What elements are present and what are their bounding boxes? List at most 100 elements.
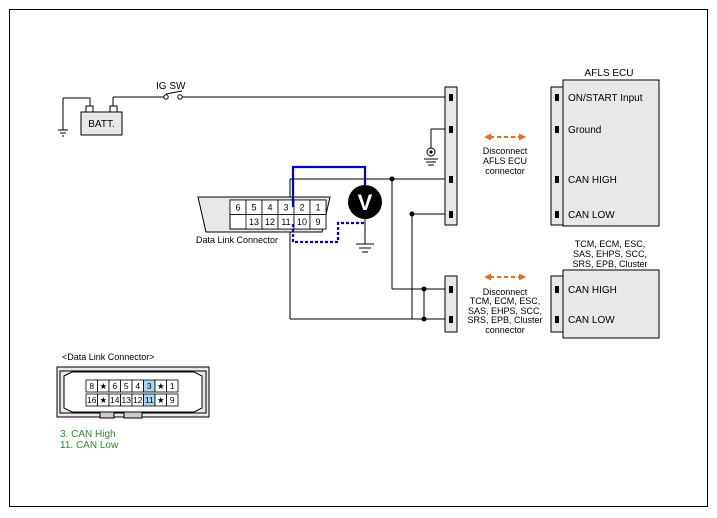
dlc-top-pin-label: 1 <box>315 202 320 212</box>
dlc-detail-bottom-pin-label: 11 <box>145 395 154 405</box>
dlc-top-pin: 2 <box>293 199 311 215</box>
dlc-top-pin-label: 4 <box>267 202 272 212</box>
battery-label: BATT. <box>88 119 114 130</box>
dlc-bottom-row: 13 12 11 10 9 <box>245 214 327 230</box>
afls-ecu: AFLS ECU ON/START Input Ground CAN HIGH … <box>550 68 660 227</box>
diagram-frame <box>9 9 708 507</box>
dlc-detail-heading: <Data Link Connector> <box>62 352 155 362</box>
dlc-detail-bottom-pin-label: 13 <box>122 395 132 405</box>
ground-icon <box>58 129 68 137</box>
dlc-note-can-high: 3. CAN High <box>60 429 116 440</box>
dlc-detail-top-pin: 3 <box>143 379 156 393</box>
dlc-detail-bottom-pin-label: 12 <box>133 395 143 405</box>
dlc-detail-bottom-pin-label: 9 <box>170 395 175 405</box>
dlc-detail-top-pin-label: 6 <box>112 381 117 391</box>
disconnect-afls-line3: connector <box>485 166 525 176</box>
disconnect-afls-line2: AFLS ECU <box>483 156 527 166</box>
disconnect-modules-arrow-icon <box>484 273 526 281</box>
dlc-top-pin-label: 3 <box>283 202 288 212</box>
disconnect-modules-line2: TCM, ECM, ESC, <box>470 296 541 306</box>
disconnect-modules-line1: Disconnect <box>483 287 528 297</box>
dlc-detail-bottom-pin-label: ★ <box>157 395 165 405</box>
dlc-bottom-pin: 13 <box>245 214 263 230</box>
disconnect-modules-line5: connector <box>485 325 525 335</box>
voltmeter-symbol: V <box>358 190 373 215</box>
probe-can-high-wire <box>291 165 367 207</box>
afls-pin-ground: Ground <box>568 125 601 136</box>
dlc-detail-top-pin: 5 <box>120 379 133 393</box>
dlc-top-pin-label: 6 <box>235 202 240 212</box>
dlc-detail-top-pin-label: ★ <box>99 381 107 391</box>
dlc-top-pin: 1 <box>309 199 327 215</box>
module-group: TCM, ECM, ESC, SAS, EHPS, SCC, SRS, EPB,… <box>550 239 660 339</box>
dlc-bottom-pin: 10 <box>293 214 311 230</box>
dlc-detail-bottom-pin: 13 <box>120 393 133 407</box>
afls-pin-on-start: ON/START Input <box>568 93 643 104</box>
dlc-bottom-pin-label: 13 <box>249 217 259 227</box>
voltmeter-ground-icon <box>356 243 374 253</box>
dlc-note-can-low: 11. CAN Low <box>60 440 119 451</box>
dlc-detail-bottom-pin: ★ <box>154 393 167 407</box>
dlc-top-row: 6 5 4 3 2 1 <box>229 199 327 215</box>
module-pin-can-high: CAN HIGH <box>568 285 617 296</box>
dlc-top-pin-label: 5 <box>251 202 256 212</box>
afls-ecu-title: AFLS ECU <box>585 68 634 79</box>
module-title-line3: SRS, EPB, Cluster <box>572 259 647 269</box>
module-inline-connector <box>444 275 458 333</box>
chassis-ground-icon <box>424 147 438 166</box>
module-title-line1: TCM, ECM, ESC, <box>575 239 646 249</box>
dlc-detail-top-pin: 8 <box>85 379 98 393</box>
dlc-detail-top-pin-label: 3 <box>147 381 152 391</box>
module-title-line2: SAS, EHPS, SCC, <box>573 249 647 259</box>
ig-switch: IG SW <box>156 81 186 100</box>
dlc-detail-bottom-pin: 9 <box>166 393 179 407</box>
dlc-detail-bottom-pin-label: 14 <box>110 395 120 405</box>
dlc-detail-top-pin-label: ★ <box>157 381 165 391</box>
dlc-bottom-pin-label: 11 <box>281 217 290 227</box>
voltmeter: V <box>348 185 382 253</box>
dlc-detail-bottom-pin: 12 <box>131 393 144 407</box>
dlc-detail-bottom-pin-label: ★ <box>99 395 107 405</box>
disconnect-modules-line4: SRS, EPB, Cluster <box>467 315 542 325</box>
dlc-bottom-pin: 11 <box>277 214 295 230</box>
dlc-detail-bottom-pin: 11 <box>143 393 156 407</box>
battery: BATT. <box>58 97 123 137</box>
dlc-detail-top-pin: ★ <box>154 379 167 393</box>
dlc-detail-top-pin-label: 1 <box>170 381 175 391</box>
data-link-connector: 6 5 4 3 2 1 13 12 11 10 9 Data Link Connector <box>196 196 331 245</box>
dlc-top-pin-label: 2 <box>299 202 304 212</box>
disconnect-afls-arrow-icon <box>484 133 526 141</box>
dlc-bottom-pin-label: 12 <box>265 217 275 227</box>
dlc-label: Data Link Connector <box>196 235 278 245</box>
dlc-detail-top-pin: ★ <box>97 379 110 393</box>
dlc-detail-top-pin: 6 <box>108 379 121 393</box>
dlc-detail-top-pin-label: 5 <box>124 381 129 391</box>
probe-ground-wire <box>291 221 365 244</box>
dlc-detail-bottom-pin: 16 <box>85 393 98 407</box>
dlc-bottom-pin-label: 9 <box>315 217 320 227</box>
module-pin-can-low: CAN LOW <box>568 315 615 326</box>
dlc-top-pin: 6 <box>229 199 247 215</box>
dlc-bottom-pin: 12 <box>261 214 279 230</box>
afls-pin-can-high: CAN HIGH <box>568 175 617 186</box>
dlc-detail-top-pin-label: 4 <box>135 381 140 391</box>
dlc-top-pin: 3 <box>277 199 295 215</box>
dlc-top-pin: 5 <box>245 199 263 215</box>
dlc-detail-top-pin-label: 8 <box>89 381 94 391</box>
dlc-bottom-pin: 9 <box>309 214 327 230</box>
dlc-detail-bottom-pin: 14 <box>108 393 121 407</box>
dlc-detail-top-pin: 4 <box>131 379 144 393</box>
disconnect-modules-line3: SAS, EHPS, SCC, <box>468 306 542 316</box>
dlc-top-pin: 4 <box>261 199 279 215</box>
disconnect-afls-line1: Disconnect <box>483 146 528 156</box>
afls-inline-connector <box>444 86 458 226</box>
dlc-detail-bottom-pin: ★ <box>97 393 110 407</box>
afls-pin-can-low: CAN LOW <box>568 210 615 221</box>
dlc-bottom-pin-label: 10 <box>297 217 307 227</box>
dlc-detail-bottom-pin-label: 16 <box>87 395 97 405</box>
